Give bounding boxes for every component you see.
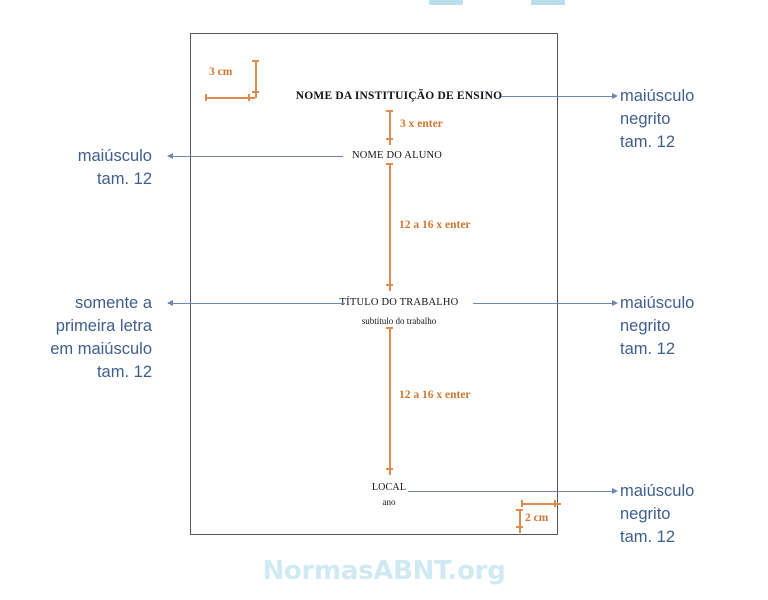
margin-left-measure-horizontal-rule	[205, 97, 255, 99]
spacing-3enter-cap-bottom	[385, 138, 393, 140]
note-line: maiúsculo	[620, 482, 695, 500]
work-title-text: TÍTULO DO TRABALHO	[339, 297, 459, 308]
note-institution-rule: maiúsculo negrito tam. 12	[620, 85, 694, 154]
leader-line-institution	[501, 96, 613, 98]
spacing-lower-cap-bottom	[385, 468, 393, 470]
note-line: somente a	[74, 294, 152, 312]
note-line: em maiúsculo	[50, 340, 152, 358]
margin-right-measure-cap-left	[521, 499, 523, 507]
spacing-lower-rule	[389, 327, 391, 475]
margin-bottom-measure-cap-bottom	[515, 526, 523, 528]
student-name-text: NOME DO ALUNO	[351, 150, 443, 161]
note-local-rule: maiúsculo negrito tam. 12	[620, 480, 694, 549]
note-line: tam. 12	[96, 363, 152, 381]
watermark-fragment-right	[531, 0, 565, 5]
watermark-fragment-left	[429, 0, 463, 5]
note-line: maiúsculo	[620, 294, 695, 312]
margin-top-measure-cap-top	[251, 60, 259, 62]
note-line: negrito	[620, 110, 671, 128]
note-line: tam. 12	[620, 528, 676, 546]
arrowhead-right-icon	[612, 299, 618, 306]
note-line: negrito	[620, 505, 671, 523]
arrowhead-right-icon	[612, 92, 618, 99]
note-line: tam. 12	[620, 133, 676, 151]
cover-page-outline	[190, 33, 558, 535]
margin-left-measure-cap-left	[205, 93, 207, 101]
margin-right-measure-horizontal-rule	[521, 503, 561, 505]
note-subtitle-rule: somente a primeira letra em maiúsculo tam. …	[0, 292, 152, 384]
local-text: LOCAL	[371, 482, 407, 493]
leader-line-student	[168, 156, 343, 158]
margin-top-measure-cap-bottom	[251, 91, 259, 93]
leader-line-subtitle	[168, 303, 345, 305]
margin-bottom-measure-vertical-rule	[519, 509, 521, 533]
site-watermark: NormasABNT.org	[262, 556, 506, 586]
margin-bottom-measure-cap-top	[515, 509, 523, 511]
spacing-upper-cap-bottom	[385, 284, 393, 286]
note-title-rule: maiúsculo negrito tam. 12	[620, 292, 694, 361]
note-student-rule: maiúsculo tam. 12	[0, 145, 152, 191]
spacing-lower-cap-top	[385, 327, 393, 329]
margin-left-measure-cap-right	[248, 93, 250, 101]
arrowhead-left-icon	[167, 152, 173, 159]
margin-right-measure-cap-right	[554, 499, 556, 507]
note-line: maiúsculo	[77, 147, 152, 165]
spacing-3enter-rule	[389, 110, 391, 145]
margin-2cm-label: 2 cm	[525, 512, 549, 524]
note-line: primeira letra	[55, 317, 152, 335]
arrowhead-right-icon	[612, 487, 618, 494]
spacing-upper-rule	[389, 163, 391, 291]
leader-line-title	[473, 303, 613, 305]
margin-3cm-label: 3 cm	[209, 66, 233, 78]
institution-name-text: NOME DA INSTITUIÇÃO DE ENSINO	[295, 90, 503, 102]
spacing-upper-label: 12 a 16 x enter	[399, 219, 471, 231]
arrowhead-left-icon	[167, 299, 173, 306]
spacing-3enter-label: 3 x enter	[400, 118, 443, 130]
note-line: tam. 12	[96, 170, 152, 188]
leader-line-local	[408, 491, 613, 493]
note-line: maiúsculo	[620, 87, 695, 105]
note-line: tam. 12	[620, 340, 676, 358]
spacing-3enter-cap-top	[385, 110, 393, 112]
spacing-lower-label: 12 a 16 x enter	[399, 389, 471, 401]
work-subtitle-text: subtítulo do trabalho	[361, 316, 437, 326]
margin-top-measure-vertical-rule	[255, 60, 257, 98]
note-line: negrito	[620, 317, 671, 335]
spacing-upper-cap-top	[385, 163, 393, 165]
year-text: ano	[382, 497, 396, 507]
